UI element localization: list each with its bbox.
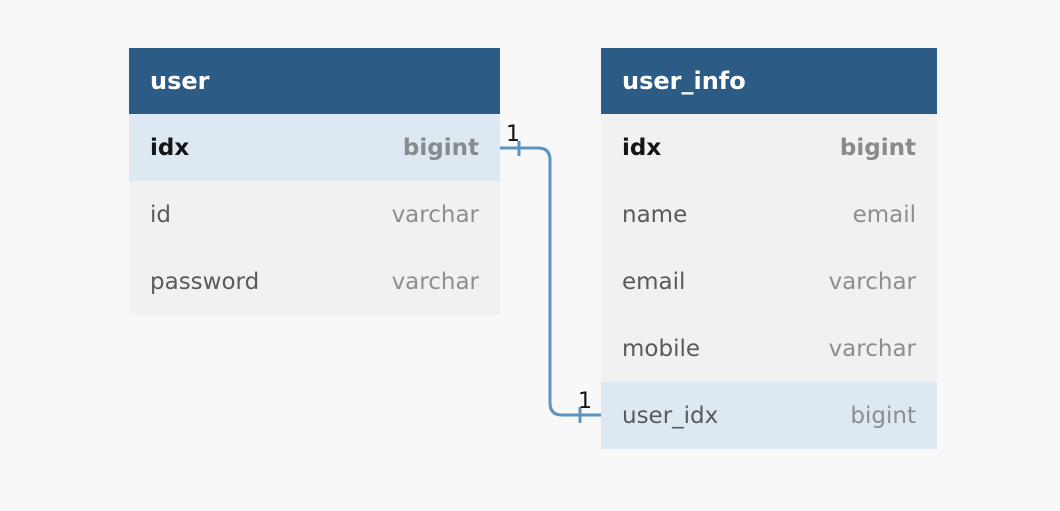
field-name: user_idx xyxy=(622,402,719,429)
relationship-line[interactable] xyxy=(500,146,601,417)
table-user[interactable]: user idx bigint id varchar password varc… xyxy=(129,48,500,315)
field-row-password[interactable]: password varchar xyxy=(129,248,500,315)
field-type: bigint xyxy=(850,402,916,429)
field-type: varchar xyxy=(828,335,916,362)
field-row-name[interactable]: name email xyxy=(601,181,937,248)
field-name: name xyxy=(622,201,688,228)
field-name: idx xyxy=(150,134,190,161)
field-type: bigint xyxy=(839,134,916,161)
field-row-idx[interactable]: idx bigint xyxy=(129,114,500,181)
field-row-email[interactable]: email varchar xyxy=(601,248,937,315)
field-type: varchar xyxy=(828,268,916,295)
field-name: idx xyxy=(622,134,662,161)
field-row-idx[interactable]: idx bigint xyxy=(601,114,937,181)
field-name: mobile xyxy=(622,335,701,362)
field-name: password xyxy=(150,268,260,295)
field-type: bigint xyxy=(402,134,479,161)
field-type: varchar xyxy=(391,201,479,228)
field-row-user-idx[interactable]: user_idx bigint xyxy=(601,382,937,449)
field-type: email xyxy=(852,201,916,228)
field-type: varchar xyxy=(391,268,479,295)
field-row-id[interactable]: id varchar xyxy=(129,181,500,248)
field-row-mobile[interactable]: mobile varchar xyxy=(601,315,937,382)
table-header[interactable]: user xyxy=(129,48,500,114)
table-header[interactable]: user_info xyxy=(601,48,937,114)
cardinality-label-to: 1 xyxy=(578,389,592,414)
cardinality-label-from: 1 xyxy=(506,122,520,147)
field-name: email xyxy=(622,268,686,295)
table-user-info[interactable]: user_info idx bigint name email email va… xyxy=(601,48,937,449)
field-name: id xyxy=(150,201,171,228)
